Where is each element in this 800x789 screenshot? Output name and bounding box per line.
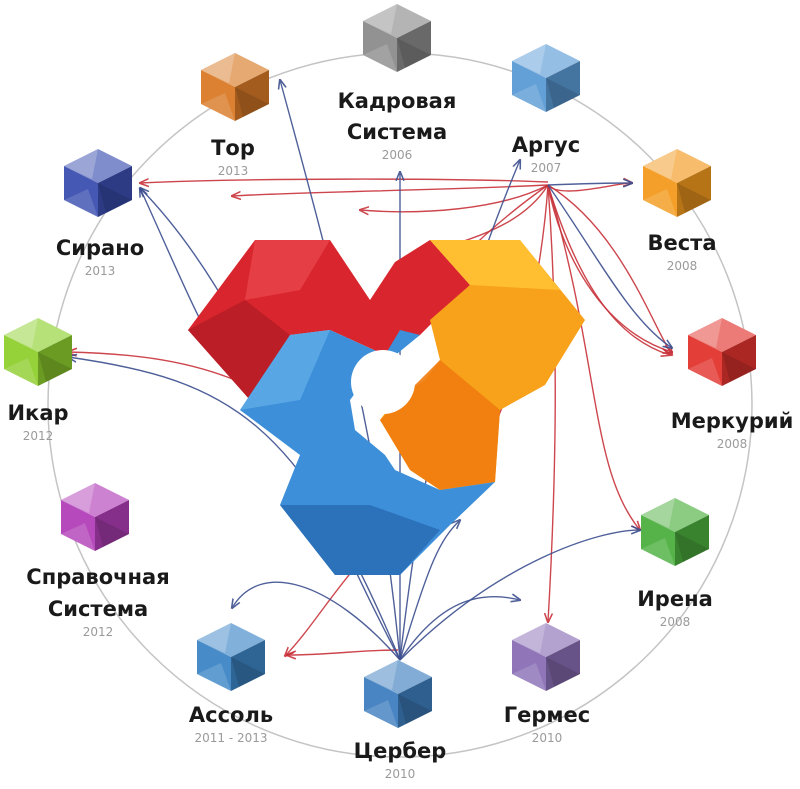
node-tserber: Цербер 2010	[354, 660, 447, 781]
node-sirano: Сирано 2013	[56, 149, 144, 278]
cube-icon	[688, 318, 756, 386]
red-connector-arrow	[547, 184, 640, 530]
node-name-label: Кадровая	[338, 89, 457, 113]
node-year-label: 2010	[532, 731, 563, 745]
red-connector-arrow	[547, 184, 672, 352]
cube-icon	[641, 498, 709, 566]
cube-icon	[363, 4, 431, 72]
node-year-label: 2010	[385, 767, 416, 781]
red-connector-arrow	[360, 184, 549, 212]
node-name-label: Система	[347, 120, 447, 144]
node-year-label: 2008	[660, 615, 691, 629]
red-connector-arrow	[140, 179, 549, 183]
cube-icon	[512, 623, 580, 691]
node-name-label: Система	[48, 597, 148, 621]
blue-connector-arrow	[399, 597, 520, 661]
node-year-label: 2008	[717, 437, 748, 451]
central-logo	[188, 240, 585, 575]
logo-orange-highlight	[430, 240, 560, 290]
node-year-label: 2011 - 2013	[194, 731, 267, 745]
node-ikar: Икар 2012	[4, 318, 72, 443]
node-merkuriy: Меркурий 2008	[671, 318, 794, 451]
red-connector-arrow	[547, 184, 670, 355]
blue-connector-arrow	[232, 581, 401, 661]
blue-connector-arrow	[547, 183, 632, 185]
blue-connector-arrow	[547, 184, 672, 348]
node-assol: Ассоль 2011 - 2013	[189, 623, 273, 745]
node-year-label: 2012	[83, 625, 114, 639]
node-name-label: Ассоль	[189, 703, 273, 727]
node-name-label: Сирано	[56, 236, 144, 260]
logo-blue-highlight	[240, 330, 330, 410]
red-connector-arrow	[548, 184, 556, 622]
node-argus: Аргус 2007	[512, 44, 580, 175]
node-year-label: 2007	[531, 161, 562, 175]
node-name-label: Веста	[647, 231, 716, 255]
cube-icon	[512, 44, 580, 112]
node-tor: Тор 2013	[201, 53, 269, 178]
logo-red-highlight	[245, 240, 330, 300]
cube-icon	[64, 149, 132, 217]
node-year-label: 2012	[23, 429, 54, 443]
logo-center-hole	[351, 350, 415, 414]
cube-icon	[61, 483, 129, 551]
cube-icon	[364, 660, 432, 728]
node-name-label: Тор	[211, 136, 255, 160]
cube-icon	[4, 318, 72, 386]
logo-blue-shade	[280, 505, 440, 575]
red-connector-arrow	[232, 184, 549, 196]
node-name-label: Цербер	[354, 739, 447, 763]
red-connector-arrow	[287, 649, 399, 655]
node-year-label: 2013	[85, 264, 116, 278]
blue-connector-arrow	[399, 530, 640, 661]
cube-icon	[643, 149, 711, 217]
node-year-label: 2008	[667, 259, 698, 273]
node-name-label: Икар	[7, 401, 68, 425]
node-vesta: Веста 2008	[643, 149, 717, 273]
node-name-label: Меркурий	[671, 409, 794, 433]
cube-icon	[197, 623, 265, 691]
node-germes: Гермес 2010	[504, 623, 591, 745]
node-name-label: Гермес	[504, 703, 591, 727]
node-irena: Ирена 2008	[637, 498, 713, 629]
node-name-label: Справочная	[26, 565, 169, 589]
cube-icon	[201, 53, 269, 121]
node-name-label: Ирена	[637, 587, 713, 611]
node-year-label: 2013	[218, 164, 249, 178]
node-year-label: 2006	[382, 148, 413, 162]
node-name-label: Аргус	[512, 133, 580, 157]
blue-connector-arrow	[399, 520, 460, 661]
